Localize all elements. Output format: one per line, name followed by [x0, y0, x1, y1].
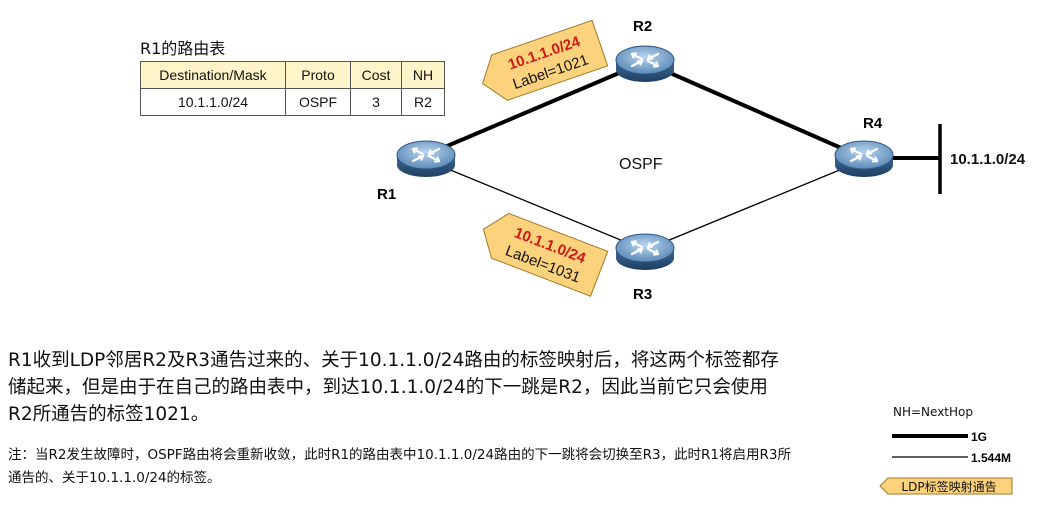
network-prefix-label: 10.1.1.0/24 — [950, 151, 1026, 168]
table-row: 10.1.1.0/24 OSPF 3 R2 — [140, 88, 445, 116]
label-advertisement-r2: 10.1.1.0/24 Label=1021 — [482, 19, 609, 101]
link-r1-r3 — [425, 159, 646, 251]
routing-table-title: R1的路由表 — [140, 39, 226, 58]
router-r4-label: R4 — [863, 115, 883, 132]
router-r4-icon — [833, 139, 895, 179]
legend-thin-label: 1.544M — [971, 451, 1011, 465]
cell-nh: R2 — [401, 88, 445, 116]
router-r3-label: R3 — [633, 286, 652, 303]
cell-destination: 10.1.1.0/24 — [140, 88, 286, 116]
label-advertisement-r3: 10.1.1.0/24 Label=1031 — [482, 212, 609, 297]
ospf-area-label: OSPF — [619, 156, 663, 173]
cell-cost: 3 — [350, 88, 402, 116]
header-proto: Proto — [285, 61, 351, 89]
header-cost: Cost — [350, 61, 402, 89]
link-r3-r4 — [644, 159, 865, 251]
router-r2-icon — [614, 44, 676, 84]
explanation-paragraph: R1收到LDP邻居R2及R3通告过来的、关于10.1.1.0/24路由的标签映射… — [8, 350, 779, 425]
explanation-note: 注：当R2发生故障时，OSPF路由将会重新收敛，此时R1的路由表中10.1.1.… — [8, 447, 791, 486]
legend-thick-label: 1G — [971, 430, 987, 444]
router-r2-label: R2 — [633, 18, 652, 35]
cell-proto: OSPF — [285, 88, 351, 116]
routing-table-header-row: Destination/Mask Proto Cost NH — [140, 61, 445, 89]
legend-advert-label: LDP标签映射通告 — [901, 479, 996, 494]
router-r3-icon — [614, 232, 676, 272]
router-r1-label: R1 — [377, 186, 396, 203]
routing-table: Destination/Mask Proto Cost NH 10.1.1.0/… — [140, 61, 445, 116]
header-nh: NH — [401, 61, 445, 89]
legend-advert-callout: LDP标签映射通告 — [879, 477, 1013, 495]
link-r2-r4 — [644, 60, 865, 160]
legend-nh-definition: NH=NextHop — [893, 405, 973, 419]
router-r1-icon — [395, 139, 457, 179]
link-r1-r2 — [425, 60, 646, 157]
